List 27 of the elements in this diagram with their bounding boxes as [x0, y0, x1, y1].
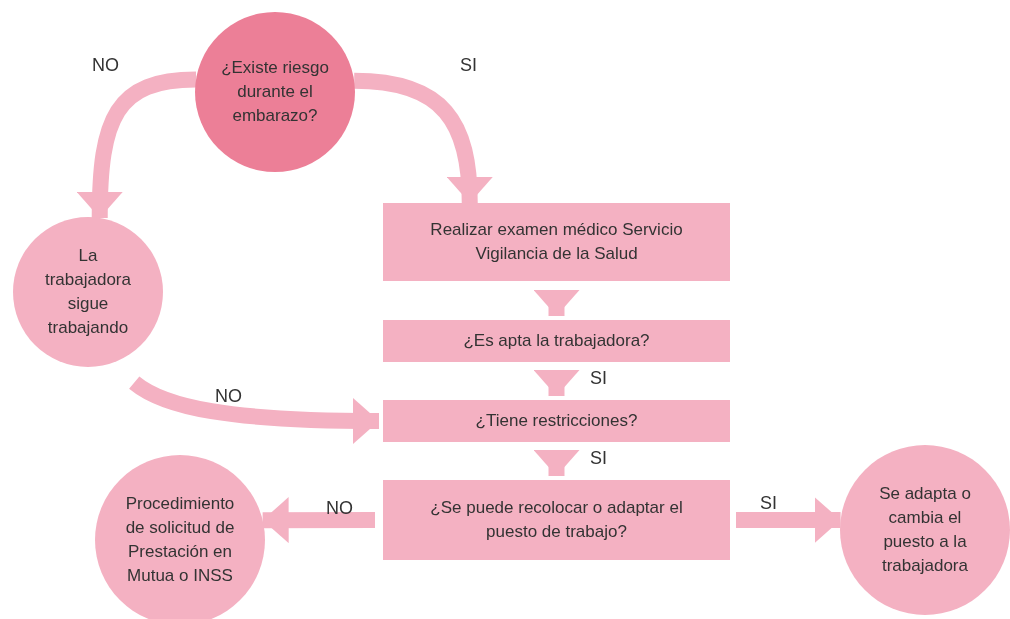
edge-label: SI	[590, 448, 607, 469]
arrow	[77, 71, 197, 219]
edge-label: SI	[760, 493, 777, 514]
edge-label: NO	[326, 498, 353, 519]
node-text: Se adapta o cambia el puesto a la trabajadora	[878, 483, 972, 577]
process-box	[383, 400, 730, 442]
arrow	[735, 497, 841, 544]
node-text: ¿Tiene restricciones?	[475, 410, 638, 433]
arrow	[533, 450, 580, 476]
arrow	[533, 290, 580, 316]
node-text: ¿Existe riesgo durante el embarazo?	[220, 57, 330, 127]
node-text: Procedimiento de solicitud de Prestación en Mutua o INSS	[124, 493, 236, 587]
arrow	[129, 376, 380, 444]
process-box	[383, 320, 730, 362]
process-box	[383, 480, 730, 560]
edge-label: SI	[590, 368, 607, 389]
node-text: Realizar examen médico Servicio Vigilancia de la Salud	[429, 219, 684, 265]
edge-label: NO	[92, 55, 119, 76]
node-text: ¿Es apta la trabajadora?	[463, 330, 650, 353]
arrow	[262, 497, 375, 544]
arrow	[533, 370, 580, 396]
node-text: ¿Se puede recolocar o adaptar el puesto de trabajo?	[429, 497, 684, 543]
edge-label: SI	[460, 55, 477, 76]
node-text: La trabajadora sigue trabajando	[44, 245, 132, 339]
arrow	[353, 72, 492, 204]
edge-label: NO	[215, 386, 242, 407]
process-box	[383, 203, 730, 281]
